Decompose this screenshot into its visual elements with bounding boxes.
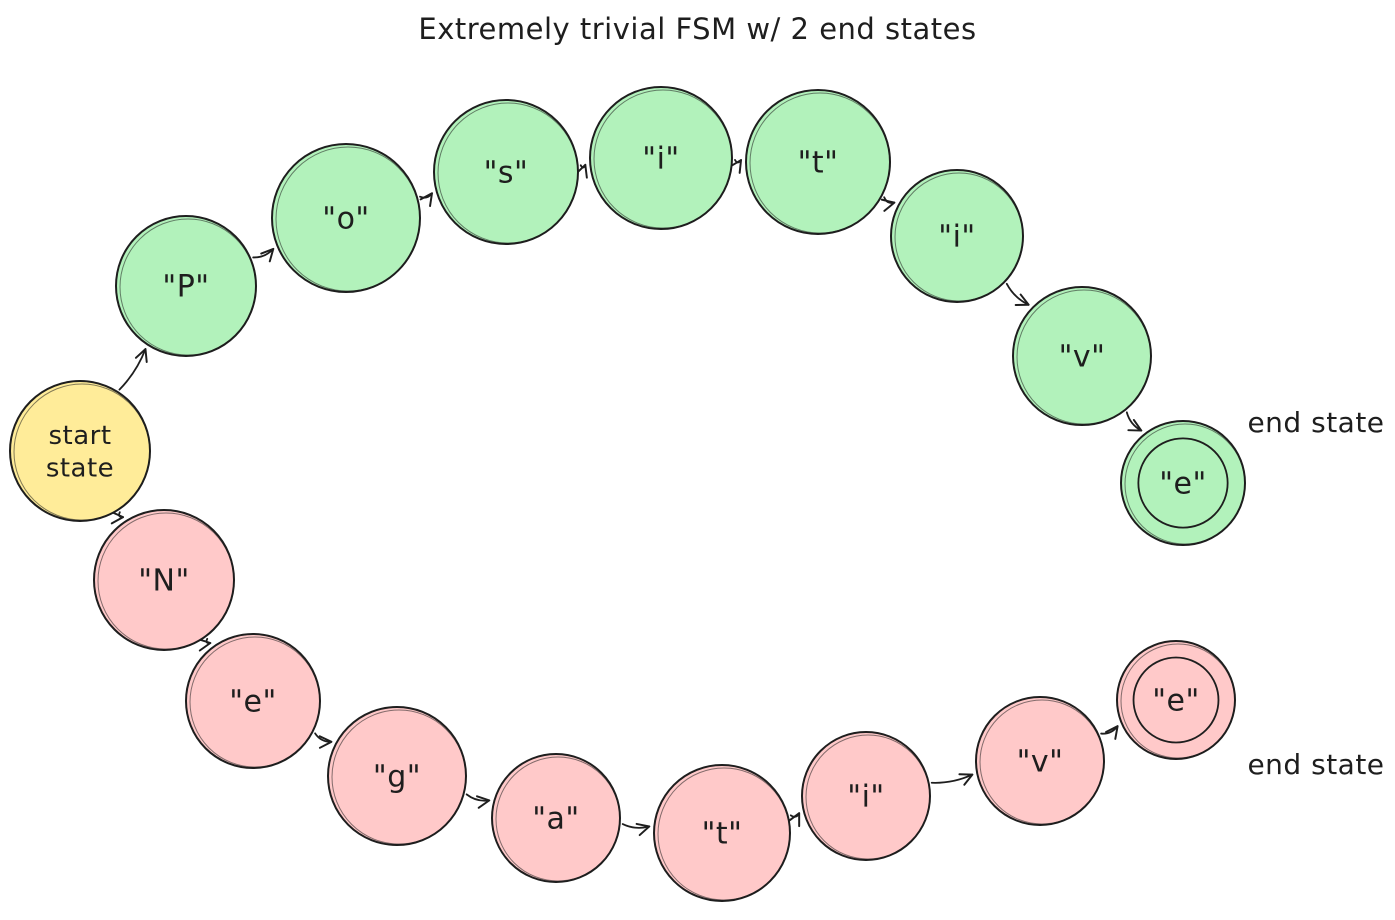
state-node-e2: "e" [185,633,321,769]
state-label-t1: "t" [798,146,839,181]
state-node-t1: "t" [745,89,891,235]
transition-arrow-i2-v1 [1005,282,1030,306]
state-label-g: "g" [373,760,421,795]
transition-arrow-a-t2 [621,822,651,837]
state-label-i3: "i" [847,780,884,815]
state-label-v1: "v" [1059,340,1106,375]
transition-arrow-start-n [110,510,125,525]
state-node-g: "g" [327,706,467,846]
state-node-e3: "e" [1116,640,1236,760]
transition-arrow-t1-i2 [880,196,896,212]
state-label-v2: "v" [1017,745,1064,780]
transition-arrow-o-s [419,192,433,208]
transition-arrow-v1-e1 [1125,411,1143,432]
transition-arrow-e2-g [314,732,333,749]
diagram-title: Extremely trivial FSM w/ 2 end states [418,12,977,46]
state-node-i3: "i" [801,731,931,861]
state-node-s: "s" [433,99,579,245]
state-node-a: "a" [491,753,621,883]
transitions-layer [110,158,1143,837]
transition-arrow-v2-e3 [1100,725,1119,740]
annotation-end-state-positive: end state [1247,406,1384,439]
state-label-i1: "i" [642,142,679,177]
state-node-t2: "t" [653,764,791,902]
state-node-i1: "i" [589,86,733,230]
state-label-n: "N" [138,564,190,599]
state-label-a: "a" [532,802,579,837]
state-node-o: "o" [271,143,421,293]
transition-arrow-n-e2 [197,637,212,652]
state-label-p: "P" [162,270,209,305]
state-label-t2: "t" [702,817,743,852]
transition-arrow-start-p [118,348,148,391]
state-node-i2: "i" [890,169,1024,303]
state-label-o: "o" [322,202,369,237]
state-node-n: "N" [93,509,235,651]
transition-arrow-t2-i3 [787,812,801,828]
annotations-layer: end state end state [1247,406,1384,781]
state-label-e3: "e" [1152,684,1200,719]
state-node-p: "P" [115,215,257,357]
state-label-i2: "i" [938,220,975,255]
transition-arrow-p-o [252,247,275,263]
transition-arrow-i1-t1 [728,158,743,174]
state-node-e1: "e" [1120,420,1246,546]
state-node-v2: "v" [975,696,1105,826]
transition-arrow-i3-v2 [930,773,974,786]
state-label-e2: "e" [229,685,277,720]
state-label-e1: "e" [1159,467,1207,502]
state-node-v1: "v" [1012,286,1152,426]
transition-arrow-s-i1 [574,163,588,179]
annotation-end-state-negative: end state [1247,748,1384,781]
transition-arrow-g-a [465,793,491,809]
state-label-s: "s" [484,156,529,191]
